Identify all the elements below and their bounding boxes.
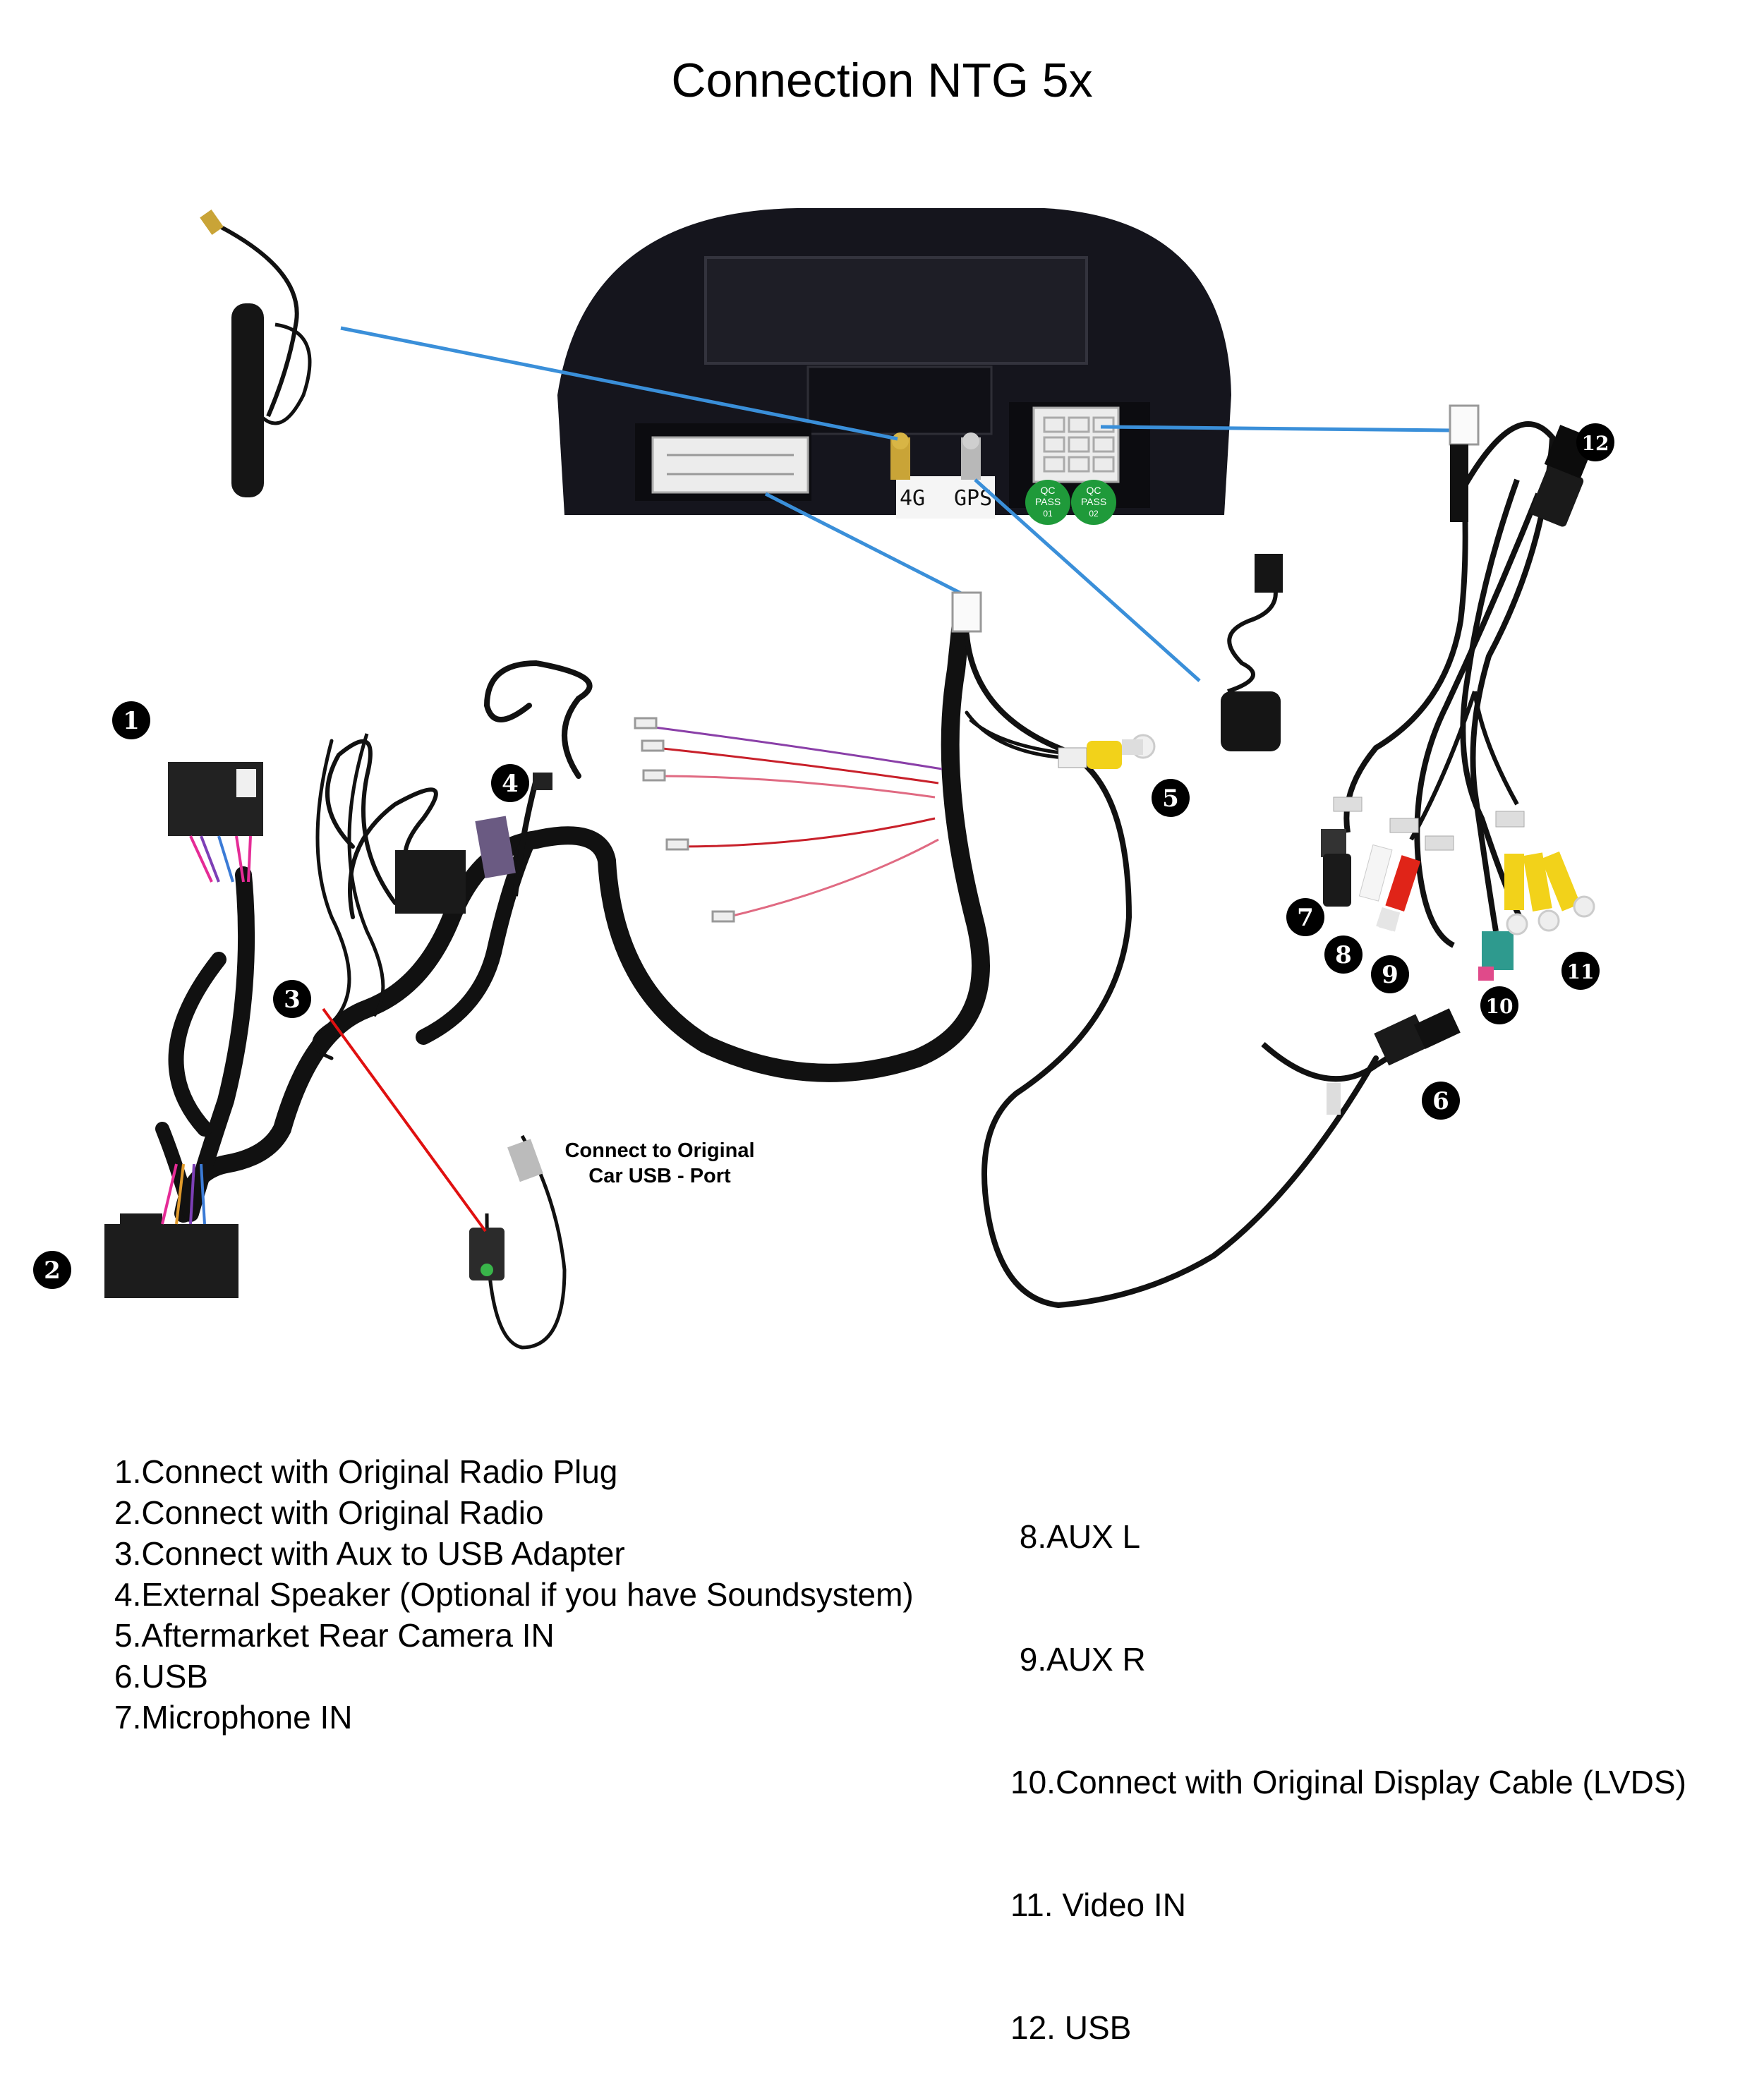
legend-item-4: 4.External Speaker (Optional if you have… xyxy=(114,1576,914,1613)
badge-12-text: 12 xyxy=(1582,432,1609,455)
badge-8: 8 xyxy=(1324,935,1363,974)
link-4g-antenna xyxy=(340,326,898,441)
badge-1-text: 1 xyxy=(123,707,140,735)
usb-6-cable xyxy=(1261,1008,1461,1115)
usb-note-line1: Connect to Original xyxy=(564,1139,755,1162)
qc-1-line3: 01 xyxy=(1043,509,1053,519)
badge-2: 2 xyxy=(33,1251,71,1289)
legend-item-2: 2.Connect with Original Radio xyxy=(114,1494,544,1531)
badge-6: 6 xyxy=(1422,1082,1460,1120)
badge-3-text: 3 xyxy=(284,986,301,1014)
badge-3: 3 xyxy=(273,980,311,1018)
unit-lvds-connector xyxy=(1032,406,1120,483)
main-harness xyxy=(155,591,1379,1309)
badge-7: 7 xyxy=(1286,898,1324,936)
link-lines xyxy=(340,326,1451,682)
qc-2-line2: PASS xyxy=(1081,496,1106,507)
qc-1-line2: PASS xyxy=(1035,496,1061,507)
legend-item-11: 11. Video IN xyxy=(1010,1887,1186,1923)
badge-1: 1 xyxy=(112,701,150,739)
link-main-harness xyxy=(764,492,968,598)
link-gps-antenna xyxy=(974,478,1201,682)
badge-2-text: 2 xyxy=(44,1257,61,1285)
radio-connector xyxy=(104,1163,238,1298)
legend-item-1: 1.Connect with Original Radio Plug xyxy=(114,1453,618,1490)
badge-11-text: 11 xyxy=(1567,960,1595,983)
qc-sticker-2: QC PASS 02 xyxy=(1071,480,1116,525)
legend-item-5: 5.Aftermarket Rear Camera IN xyxy=(114,1617,555,1654)
usb-note-line2: Car USB - Port xyxy=(588,1165,731,1187)
badge-7-text: 7 xyxy=(1297,904,1314,932)
badge-6-text: 6 xyxy=(1432,1087,1449,1115)
link-lvds-harness xyxy=(1100,425,1451,432)
qc-2-line3: 02 xyxy=(1089,509,1099,519)
page-title: Connection NTG 5x xyxy=(671,54,1093,107)
legend-left: 1.Connect with Original Radio Plug 2.Con… xyxy=(114,1451,914,1738)
badge-8-text: 8 xyxy=(1335,941,1352,969)
badge-5-text: 5 xyxy=(1162,785,1179,813)
legend-item-9: 9.AUX R xyxy=(1010,1641,1146,1678)
speaker-wires xyxy=(634,717,943,923)
aux-adapter-link xyxy=(322,1007,487,1233)
badge-11: 11 xyxy=(1561,952,1600,990)
legend-item-6: 6.USB xyxy=(114,1658,208,1695)
4g-antenna xyxy=(200,209,312,497)
radio-plug-connector xyxy=(168,762,263,883)
legend-item-10: 10.Connect with Original Display Cable (… xyxy=(1010,1764,1686,1800)
badge-9-text: 9 xyxy=(1382,961,1398,989)
legend-item-7: 7.Microphone IN xyxy=(114,1699,353,1736)
badge-12: 12 xyxy=(1576,423,1614,461)
legend-item-8: 8.AUX L xyxy=(1010,1518,1141,1555)
qc-1-line1: QC xyxy=(1041,485,1056,496)
qc-2-line1: QC xyxy=(1087,485,1101,496)
badge-5: 5 xyxy=(1152,779,1190,817)
badge-4: 4 xyxy=(491,764,529,802)
external-speaker xyxy=(475,773,552,897)
legend-right: 8.AUX L 9.AUX R 10.Connect with Original… xyxy=(1010,1434,1686,2089)
antenna-ports: 4G GPS xyxy=(890,432,995,519)
qc-sticker-1: QC PASS 01 xyxy=(1025,480,1070,525)
wiring-diagram: 4G GPS QC PASS 01 QC PASS 02 xyxy=(33,208,1614,1350)
rear-camera-rca xyxy=(969,718,1156,769)
av-harness xyxy=(1321,404,1597,981)
badge-9: 9 xyxy=(1371,955,1409,993)
usb-port-note: Connect to Original Car USB - Port xyxy=(543,1138,776,1189)
legend-item-3: 3.Connect with Aux to USB Adapter xyxy=(114,1535,625,1572)
badge-10: 10 xyxy=(1480,986,1518,1024)
port-4g-label: 4G xyxy=(900,486,925,511)
aux-usb-adapter xyxy=(322,733,567,1350)
unit-main-connector xyxy=(651,436,809,494)
gps-antenna xyxy=(1221,554,1283,751)
badge-10-text: 10 xyxy=(1486,995,1514,1018)
badge-4-text: 4 xyxy=(502,770,519,798)
legend-item-12: 12. USB xyxy=(1010,2009,1132,2046)
